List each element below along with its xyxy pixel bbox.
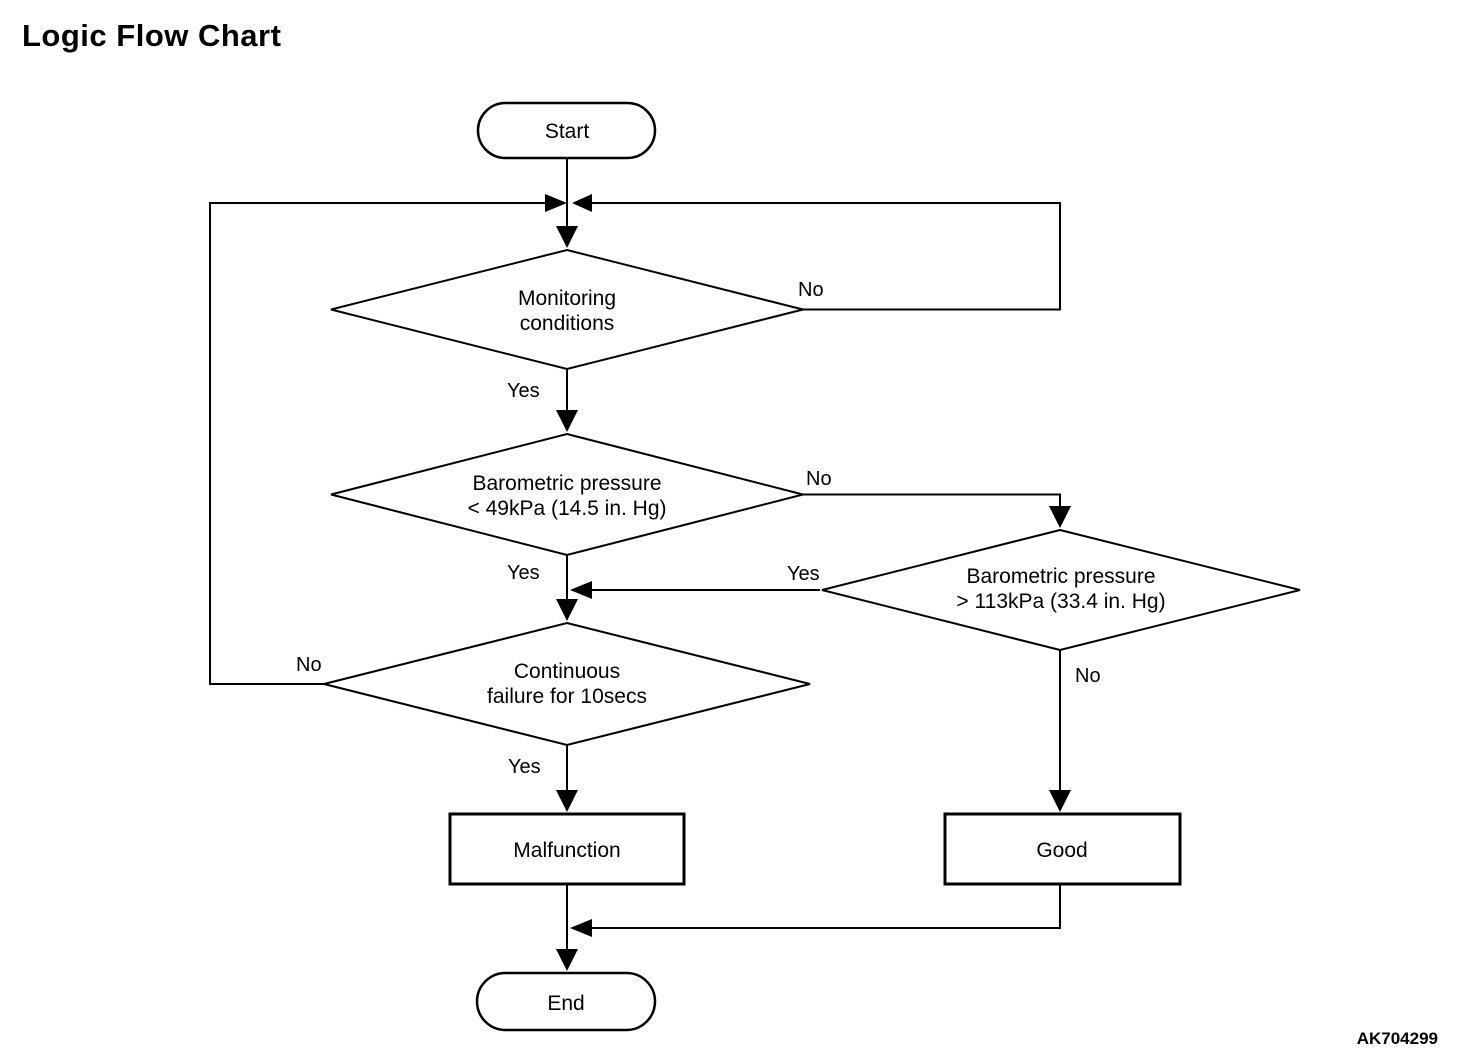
baro-pressure-low-decision — [330, 432, 804, 557]
monitoring-no-label: No — [798, 279, 824, 301]
monitoring-label-line1: Monitoring — [518, 287, 616, 310]
edge-baro-low-no — [803, 493, 1061, 506]
arrowhead-into-continuous-icon — [556, 599, 578, 621]
edge-monitoring-no-loop — [592, 202, 1061, 311]
start-label: Start — [545, 120, 590, 143]
monitoring-conditions-decision — [330, 248, 804, 371]
baro-low-yes-label: Yes — [507, 562, 540, 584]
page-title: Logic Flow Chart — [22, 18, 282, 53]
continuous-no-label: No — [296, 654, 322, 676]
baro-high-label-line2: > 113kPa (33.4 in. Hg) — [956, 590, 1165, 613]
baro-high-no-label: No — [1075, 665, 1101, 687]
continuous-failure-decision — [323, 621, 811, 747]
continuous-label-line2: failure for 10secs — [487, 685, 647, 708]
arrowhead-merge-from-left-icon — [545, 194, 567, 212]
good-process — [943, 812, 1182, 886]
malfunction-label: Malfunction — [513, 839, 620, 862]
baro-low-label-line2: < 49kPa (14.5 in. Hg) — [467, 497, 666, 520]
figure-code: AK704299 — [1357, 1029, 1438, 1048]
monitoring-label-line2: conditions — [520, 312, 615, 335]
arrowhead-into-good-icon — [1049, 790, 1071, 812]
arrowhead-baro-high-yes-merge-icon — [570, 581, 592, 599]
arrowhead-into-monitoring-icon — [556, 226, 578, 248]
good-label: Good — [1036, 839, 1087, 862]
arrowhead-into-baro-high-icon — [1049, 506, 1071, 528]
continuous-label-line1: Continuous — [514, 660, 620, 683]
baro-low-label-line1: Barometric pressure — [472, 472, 661, 495]
end-label: End — [547, 992, 584, 1015]
start-node — [476, 101, 657, 160]
baro-high-label-line1: Barometric pressure — [966, 565, 1155, 588]
arrowhead-merge-from-right-icon — [572, 194, 592, 212]
arrowhead-into-malfunction-icon — [556, 790, 578, 812]
edge-good-to-end — [592, 884, 1061, 929]
continuous-yes-label: Yes — [508, 756, 541, 778]
baro-pressure-high-decision — [821, 528, 1301, 652]
arrowhead-into-baro-low-icon — [556, 410, 578, 432]
baro-low-no-label: No — [806, 468, 832, 490]
end-node — [475, 971, 657, 1032]
edge-continuous-no-loop — [209, 202, 545, 685]
malfunction-process — [448, 812, 686, 886]
monitoring-yes-label: Yes — [507, 380, 540, 402]
arrowhead-into-end-icon — [556, 949, 578, 971]
baro-high-yes-label: Yes — [787, 563, 820, 585]
arrowhead-good-merge-icon — [570, 919, 592, 937]
